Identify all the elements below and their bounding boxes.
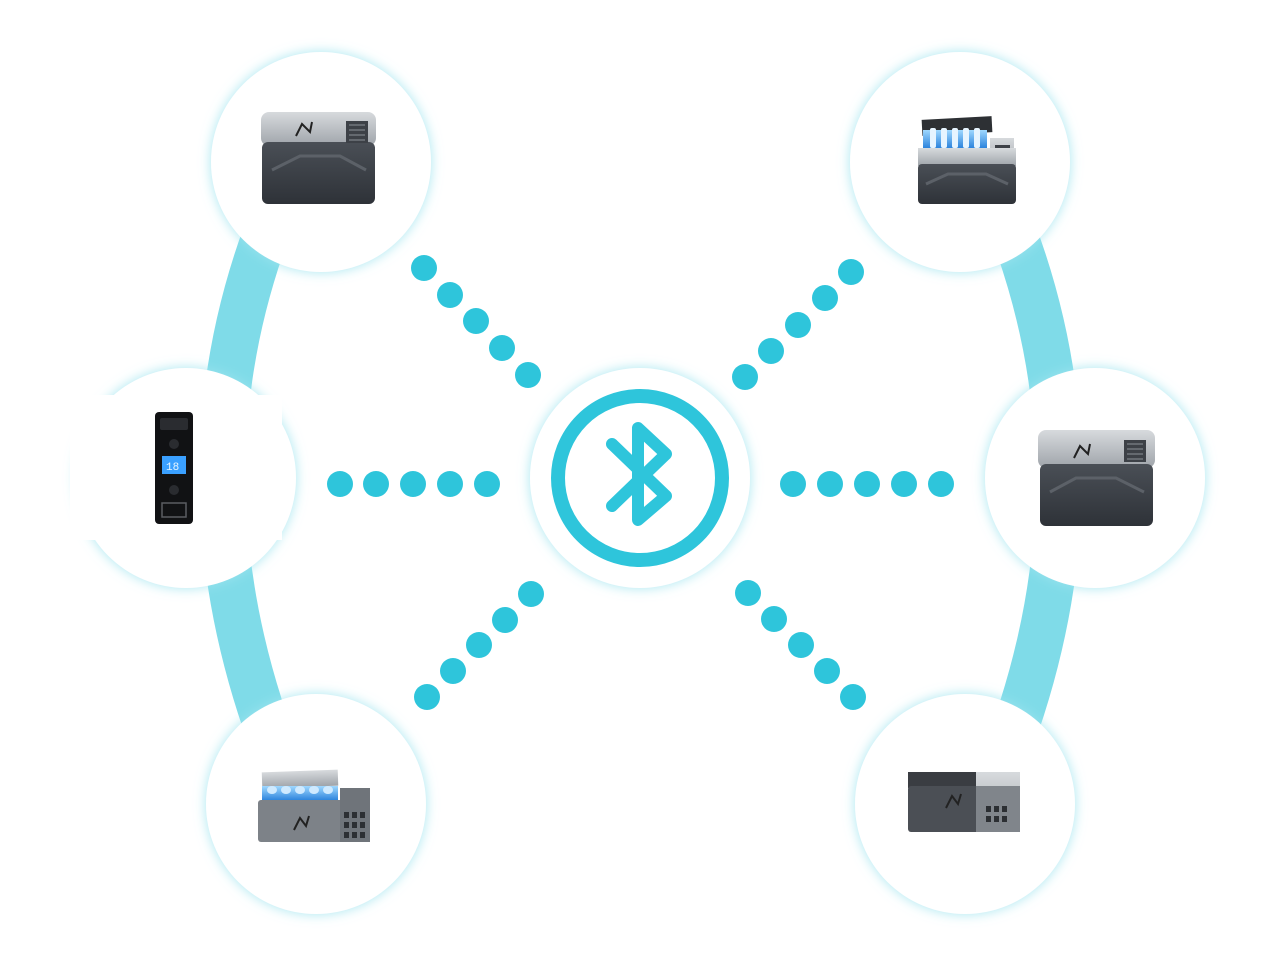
fridge-open-blue-icon [258,769,370,842]
link-bottom-left [414,581,544,710]
link-top-left [411,255,541,388]
device-node-bottom-left [206,694,426,914]
dotted-links [327,255,954,710]
bluetooth-icon [606,422,672,526]
fridge-closed-icon [261,112,376,204]
device-node-mid-right [985,368,1205,588]
link-mid-left [327,471,500,497]
device-node-top-left [211,52,431,272]
fridge-small-closed-icon [908,772,1020,832]
fridge-closed-icon [1038,430,1155,526]
device-node-bottom-right [855,694,1075,914]
fridge-open-bottles-icon [918,116,1016,204]
control-panel-icon: 18 [155,412,193,524]
link-top-right [732,259,864,390]
device-node-top-right [850,52,1070,272]
device-node-mid-left: 18 [70,368,296,588]
link-bottom-right [735,580,866,710]
panel-display-text: 18 [166,462,179,474]
bluetooth-hub [530,368,750,588]
link-mid-right [780,471,954,497]
